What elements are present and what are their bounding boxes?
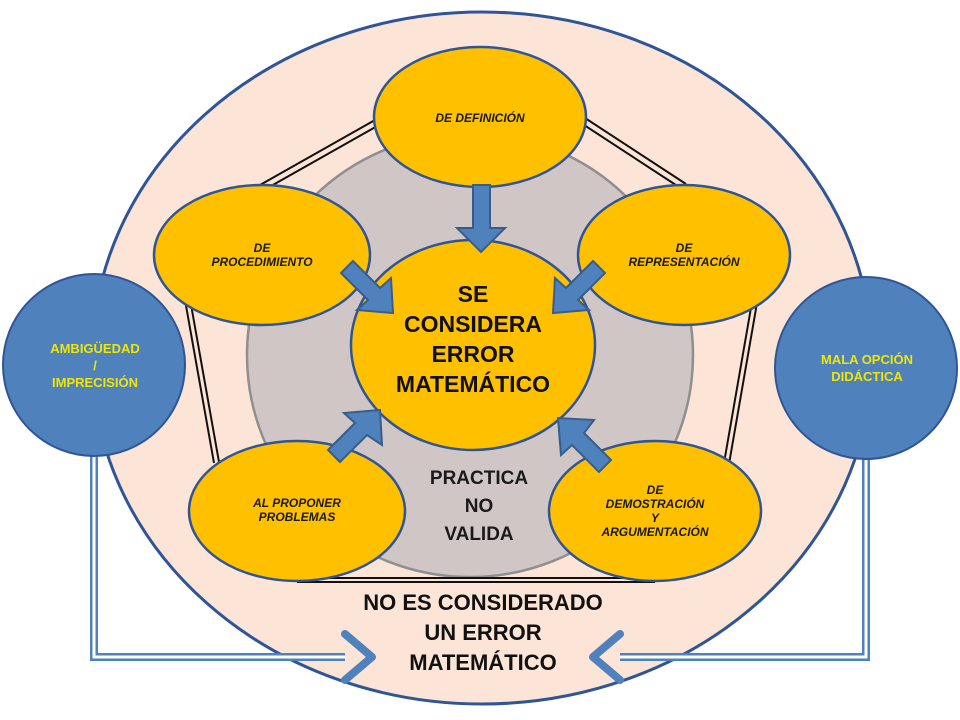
bottom-label: NO ES CONSIDERADO UN ERROR MATEMÁTICO (325, 585, 641, 681)
arrow-from-problemas (326, 408, 384, 464)
node-ellipse-procedimiento (152, 183, 372, 327)
frame-edge-left (184, 299, 215, 464)
node-label-demostracion-line: Y (650, 511, 659, 525)
frame-edge-top-right (584, 117, 687, 185)
arrow-from-procedimiento (339, 259, 395, 315)
node-label-demostracion-line: ARGUMENTACIÓN (601, 525, 709, 539)
center-label-line: MATEMÁTICO (395, 371, 551, 397)
connector-left-arrowhead (341, 630, 376, 684)
side-label-right-line: MALA OPCIÓN (821, 352, 913, 367)
practice-label-line: PRACTICA (429, 468, 529, 489)
node-label-procedimiento-line: PROCEDIMIENTO (211, 255, 313, 269)
node-label-problemas-line: PROBLEMAS (258, 510, 336, 524)
connector-left (90, 455, 345, 661)
node-label-procedimiento-line: DE (253, 241, 271, 255)
connector-right (620, 455, 870, 661)
side-label-left: AMBIGÜEDAD/IMPRECISIÓN (20, 338, 170, 392)
pentagon-frame (184, 117, 758, 583)
side-label-right-line: DIDÁCTICA (831, 369, 903, 384)
connector-right-arrowhead (589, 630, 624, 684)
side-circle-right (774, 276, 958, 460)
node-label-problemas-line: AL PROPONER (253, 496, 341, 510)
node-ellipse-problemas (187, 439, 407, 583)
center-label-line: SE (457, 281, 489, 307)
arrow-from-demostracion (556, 416, 613, 474)
bottom-label-line: UN ERROR (424, 620, 542, 645)
side-label-left-line: / (93, 357, 97, 373)
bottom-label-line: MATEMÁTICO (409, 650, 557, 675)
side-label-right: MALA OPCIÓN DIDÁCTICA (792, 350, 942, 386)
bottom-label-line: NO ES CONSIDERADO (363, 590, 603, 615)
node-label-definicion-line: DE DEFINICIÓN (435, 111, 525, 125)
center-label: SE CONSIDERA ERROR MATEMÁTICO (368, 275, 578, 403)
node-ellipse-demostracion (547, 439, 763, 583)
side-label-left-line: IMPRECISIÓN (52, 374, 138, 390)
arrow-from-definicion (454, 184, 508, 254)
node-label-definicion: DE DEFINICIÓN (390, 102, 570, 134)
center-label-line: ERROR (431, 341, 515, 367)
node-label-demostracion-line: DE (646, 483, 664, 497)
node-label-representacion-line: REPRESENTACIÓN (628, 255, 740, 269)
arrow-from-representacion (551, 259, 607, 315)
center-label-line: CONSIDERA (403, 311, 542, 337)
practice-label-line: NO (464, 496, 494, 517)
practice-label-line: VALIDA (444, 524, 514, 545)
node-label-demostracion-line: DEMOSTRACIÓN (605, 497, 705, 511)
side-label-left-line: AMBIGÜEDAD (50, 340, 140, 356)
frame-edge-top-left (259, 119, 376, 186)
frame-edge-right (728, 302, 758, 465)
node-ellipse-representacion (576, 183, 792, 327)
practice-label: PRACTICA NO VALIDA (404, 462, 554, 552)
node-label-representacion-line: DE (675, 241, 693, 255)
side-circle-left (2, 273, 186, 457)
